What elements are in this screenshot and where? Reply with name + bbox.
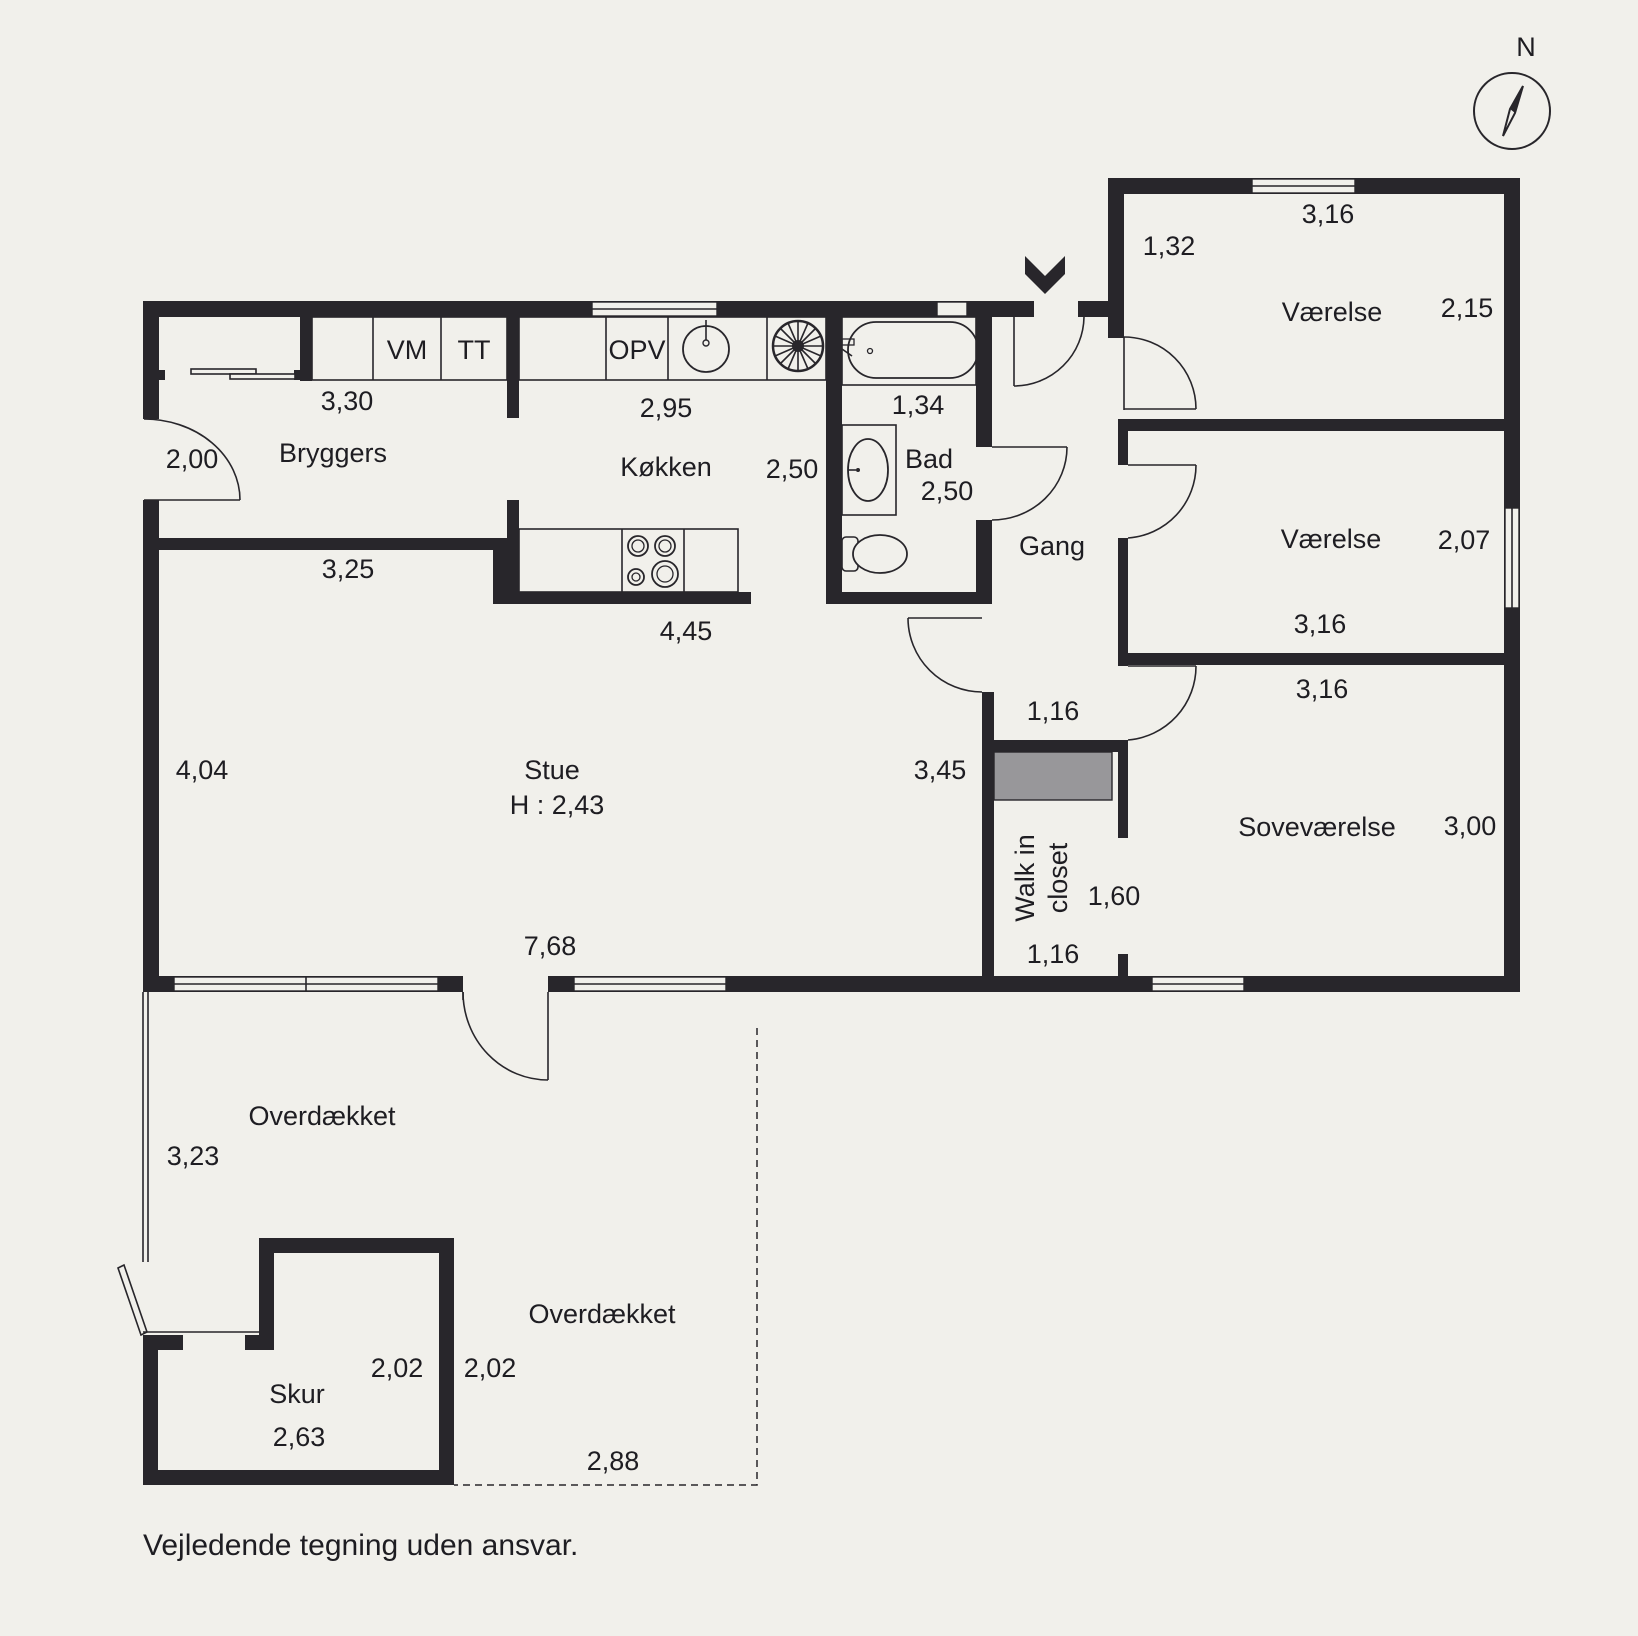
room-label-gang: Gang <box>1019 531 1085 561</box>
room-label-vaerelse-1: Værelse <box>1282 297 1383 327</box>
room-label-walkin-line2: closet <box>1043 842 1073 913</box>
dim-stue-right: 3,45 <box>914 755 967 785</box>
dim-bryggers-height: 2,00 <box>166 444 219 474</box>
room-label-bad: Bad <box>905 444 953 474</box>
room-label-skur: Skur <box>269 1379 325 1409</box>
compass-north-label: N <box>1516 32 1536 62</box>
bathroom-sink-icon <box>841 424 897 516</box>
dim-overdaekket2-width: 2,88 <box>587 1446 640 1476</box>
ventilation-fan-icon <box>771 319 825 373</box>
dim-closet-width: 1,16 <box>1027 939 1080 969</box>
dim-gang-width: 1,16 <box>1027 696 1080 726</box>
dim-vaerelse2-height: 2,07 <box>1438 525 1491 555</box>
dim-sove-width: 3,16 <box>1296 674 1349 704</box>
room-label-overdaekket-1: Overdækket <box>248 1101 396 1131</box>
dim-overdaekket-height: 3,23 <box>167 1141 220 1171</box>
dim-vaerelse2-width: 3,16 <box>1294 609 1347 639</box>
walls <box>143 178 1520 1485</box>
doors <box>117 301 1197 1337</box>
dim-koekken-height: 2,50 <box>766 454 819 484</box>
compass-circle <box>1473 72 1551 150</box>
dim-bryggers-width: 3,30 <box>321 386 374 416</box>
room-stue-height: H : 2,43 <box>510 790 605 820</box>
entrance-arrow-icon <box>1025 256 1065 294</box>
dim-bryggers-bottom: 3,25 <box>322 554 375 584</box>
labels: VM TT OPV Bryggers Køkken Bad Gang Værel… <box>166 199 1497 1476</box>
disclaimer-text: Vejledende tegning uden ansvar. <box>143 1529 578 1562</box>
dim-skur-width: 2,63 <box>273 1422 326 1452</box>
dim-koekken-bottom: 4,45 <box>660 616 713 646</box>
dim-sove-height: 3,00 <box>1444 811 1497 841</box>
compass: N <box>1473 32 1551 150</box>
dim-skur-height: 2,02 <box>371 1353 424 1383</box>
toilet-icon <box>841 534 908 574</box>
dim-closet-height: 1,60 <box>1088 881 1141 911</box>
room-label-overdaekket-2: Overdækket <box>528 1299 676 1329</box>
dim-bad-height: 2,50 <box>921 476 974 506</box>
room-label-sovevaerelse: Soveværelse <box>1238 812 1396 842</box>
appliance-tt-label: TT <box>458 335 491 365</box>
appliance-opv-label: OPV <box>608 335 665 365</box>
dim-koekken-width: 2,95 <box>640 393 693 423</box>
dim-vaerelse1-width: 3,16 <box>1302 199 1355 229</box>
bathtub-icon <box>841 316 979 386</box>
room-label-koekken: Køkken <box>620 452 712 482</box>
room-label-bryggers: Bryggers <box>279 438 387 468</box>
dim-overdaekket2-height: 2,02 <box>464 1353 517 1383</box>
dim-vaerelse1-height: 2,15 <box>1441 293 1494 323</box>
windows <box>173 178 1520 992</box>
closet-shelf <box>993 751 1113 801</box>
stove-hob-icon <box>627 535 679 588</box>
room-label-walkin-line1: Walk in <box>1010 834 1040 922</box>
dim-stue-left: 4,04 <box>176 755 229 785</box>
appliance-vm-label: VM <box>387 335 428 365</box>
dim-vaerelse1-side: 1,32 <box>1143 231 1196 261</box>
room-label-stue: Stue <box>524 755 580 785</box>
dim-stue-width: 7,68 <box>524 931 577 961</box>
kitchen-sink-icon <box>682 320 730 373</box>
overdaekket-outline <box>454 1028 758 1486</box>
room-label-vaerelse-2: Værelse <box>1281 524 1382 554</box>
dim-bad-width: 1,34 <box>892 390 945 420</box>
